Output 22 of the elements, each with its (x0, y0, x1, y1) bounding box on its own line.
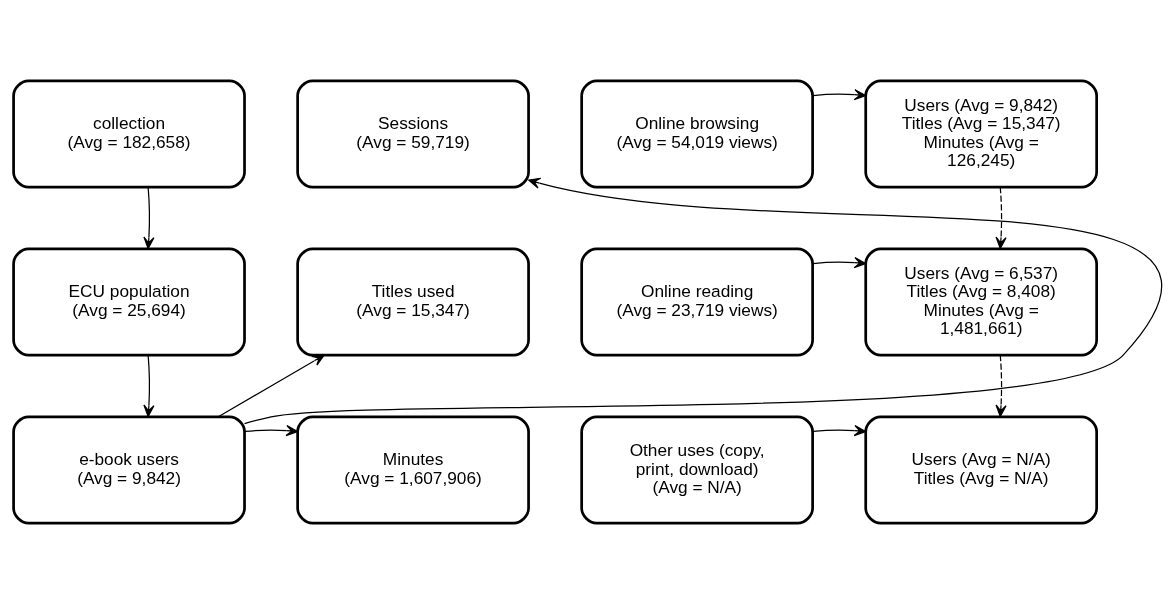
node-box: Online browsing (Avg = 54,019 views) (580, 79, 814, 189)
arrow (244, 425, 299, 437)
node-box: Users (Avg = N/A) Titles (Avg = N/A) (864, 415, 1098, 525)
node-box: ECU population (Avg = 25,694) (12, 247, 246, 357)
arrow (812, 257, 867, 269)
node-box: Sessions (Avg = 59,719) (296, 79, 530, 189)
node-box: Titles used (Avg = 15,347) (296, 247, 530, 357)
node-box: e-book users (Avg = 9,842) (12, 415, 246, 525)
arrow (995, 354, 1007, 418)
node-box: Online reading (Avg = 23,719 views) (580, 247, 814, 357)
node-box: Users (Avg = 6,537) Titles (Avg = 8,408) Minutes (Avg = 1,481,661) (864, 247, 1098, 357)
node-box: Users (Avg = 9,842) Titles (Avg = 15,347) Minutes (Avg = 126,245) (864, 79, 1098, 189)
node-box: Minutes (Avg = 1,607,906) (296, 415, 530, 525)
arrow (143, 354, 155, 418)
arrow (812, 89, 867, 101)
node-box: Other uses (copy, print, download) (Avg = N/A) (580, 415, 814, 525)
arrow (243, 177, 1162, 425)
node-box: collection (Avg = 182,658) (12, 79, 246, 189)
arrow (995, 186, 1007, 250)
arrow (143, 186, 155, 250)
arrow (812, 425, 867, 437)
arrow (217, 354, 325, 418)
